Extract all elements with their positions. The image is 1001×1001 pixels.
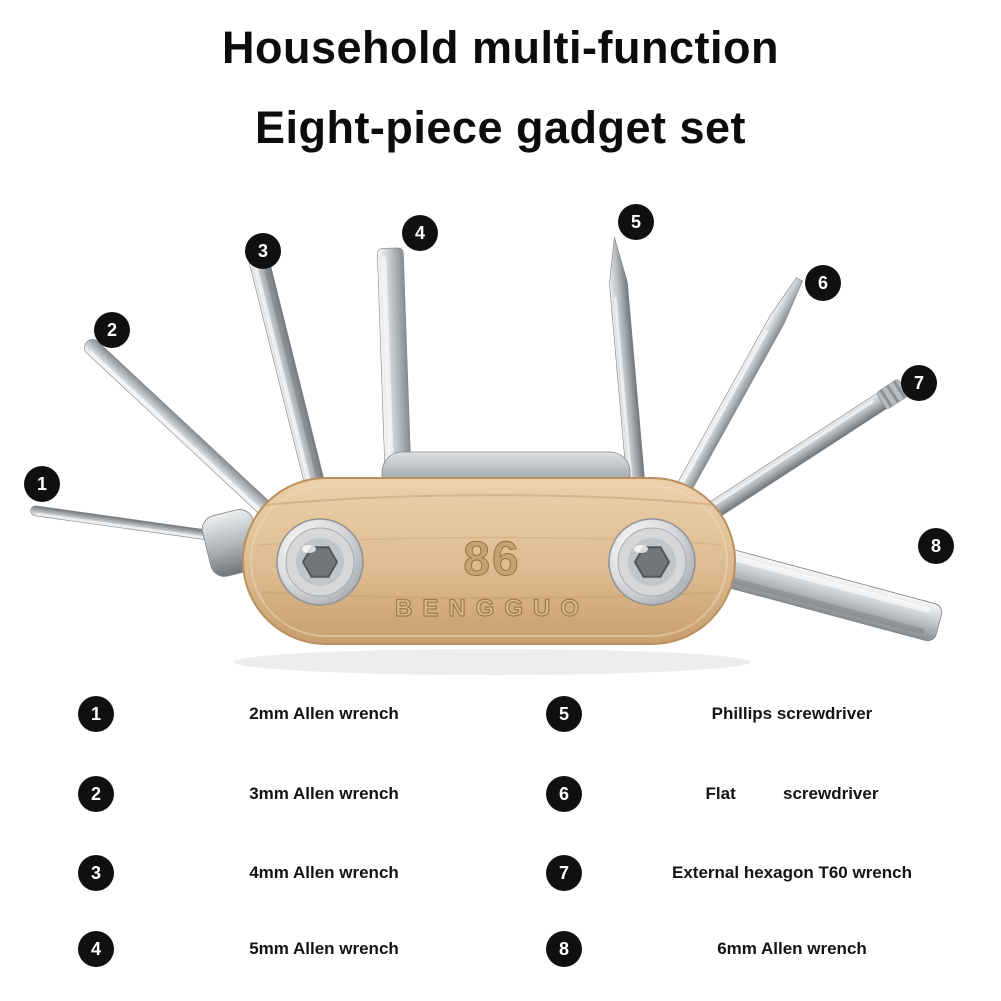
callout-badge-6: 6 [805, 265, 841, 301]
legend-label-6: Flat screwdriver [705, 784, 879, 803]
legend-badge-8: 8 [546, 931, 582, 967]
callout-badge-2: 2 [94, 312, 130, 348]
callout-badge-3: 3 [245, 233, 281, 269]
wooden-handle [242, 477, 736, 645]
legend-label-4: 5mm Allen wrench [249, 939, 399, 958]
legend-label-2: 3mm Allen wrench [249, 784, 399, 803]
legend-item-4: 4 5mm Allen wrench [78, 931, 534, 967]
legend-badge-1: 1 [78, 696, 114, 732]
legend-item-7: 7 External hexagon T60 wrench [546, 855, 1001, 891]
handle-shadow [234, 649, 750, 675]
callout-badge-4: 4 [402, 215, 438, 251]
legend-badge-4: 4 [78, 931, 114, 967]
legend-badge-5: 5 [546, 696, 582, 732]
legend-label-8: 6mm Allen wrench [717, 939, 867, 958]
tool-4mm-allen-wrench [248, 252, 339, 547]
callout-badge-7: 7 [901, 365, 937, 401]
legend-badge-3: 3 [78, 855, 114, 891]
legend-label-3: 4mm Allen wrench [249, 863, 399, 882]
legend-item-2: 2 3mm Allen wrench [78, 776, 534, 812]
legend-label-1: 2mm Allen wrench [249, 704, 399, 723]
brand-logo: 86 [463, 533, 520, 586]
legend-item-6: 6 Flat screwdriver [546, 776, 1001, 812]
bolt-right [608, 518, 696, 606]
legend-item-1: 1 2mm Allen wrench [78, 696, 534, 732]
legend-badge-6: 6 [546, 776, 582, 812]
title-line-2: Eight-piece gadget set [254, 102, 747, 153]
tool-6mm-allen-wrench [676, 538, 943, 642]
brand-text: BENGGUO [395, 595, 589, 622]
callout-badge-5: 5 [618, 204, 654, 240]
multitool-illustration: 86 BENGGUO [30, 237, 943, 675]
legend-item-3: 3 4mm Allen wrench [78, 855, 534, 891]
legend-label-5: Phillips screwdriver [711, 704, 873, 723]
bolt-left [276, 518, 364, 606]
title-line-1: Household multi-function [222, 22, 779, 73]
legend-label-7: External hexagon T60 wrench [672, 863, 912, 882]
legend-badge-7: 7 [546, 855, 582, 891]
legend-badge-2: 2 [78, 776, 114, 812]
callout-badge-8: 8 [918, 528, 954, 564]
callout-badge-1: 1 [24, 466, 60, 502]
legend-item-5: 5 Phillips screwdriver [546, 696, 1001, 732]
legend-item-8: 8 6mm Allen wrench [546, 931, 1001, 967]
